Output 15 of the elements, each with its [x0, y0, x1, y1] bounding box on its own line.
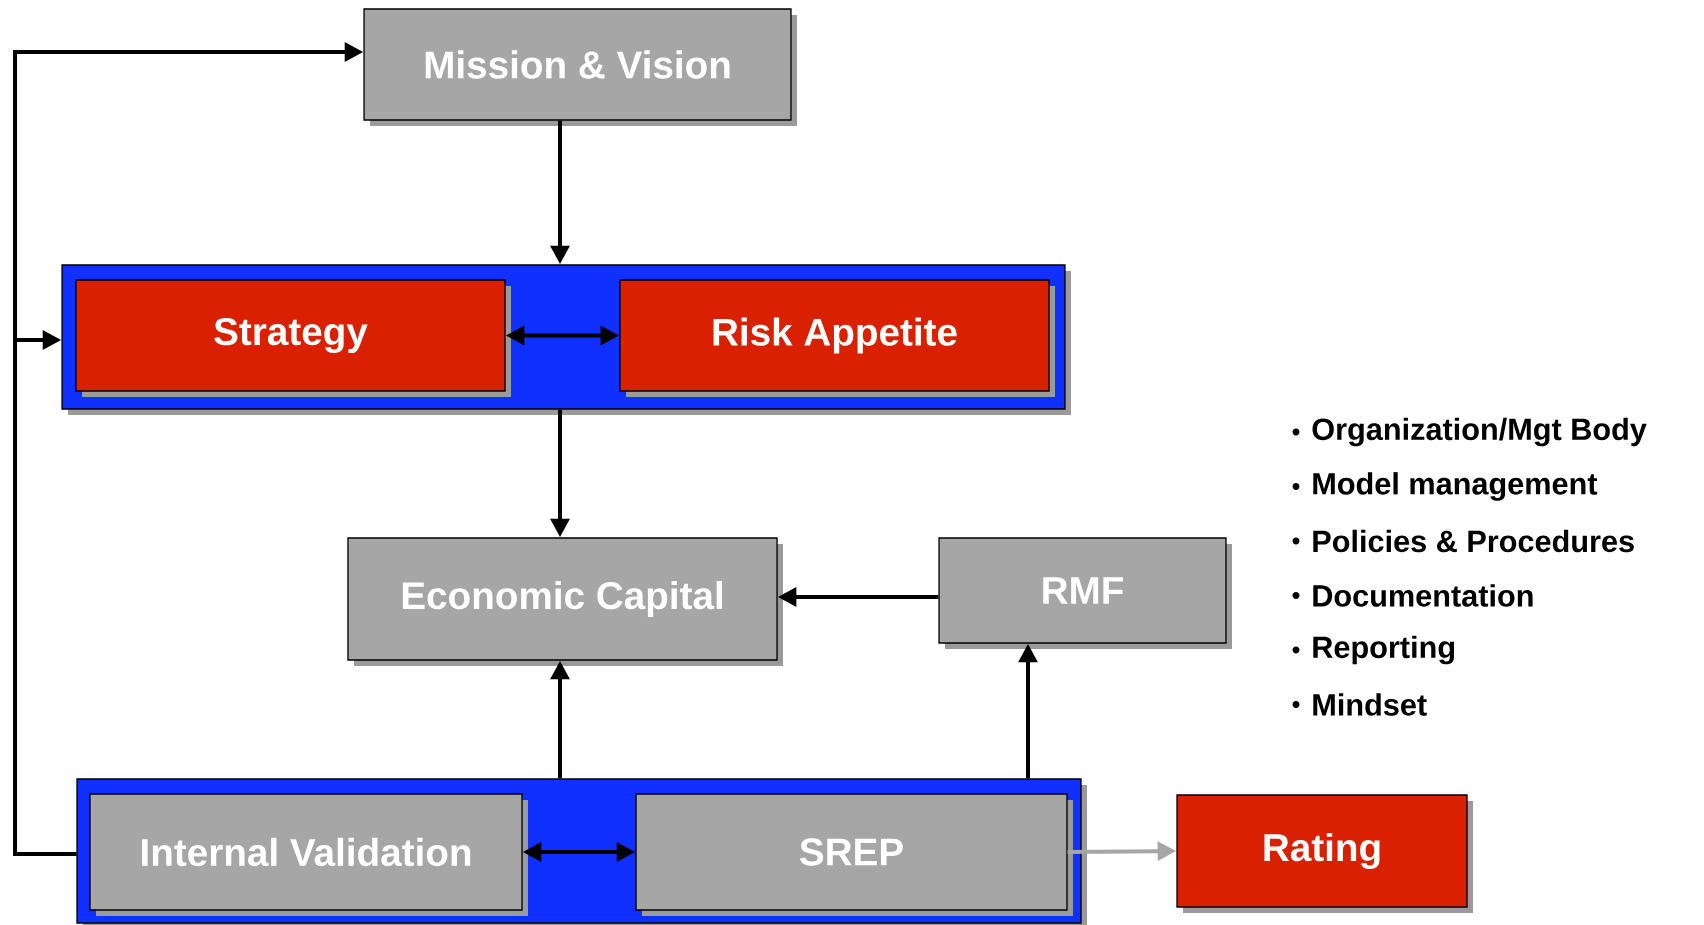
process-box: Strategy: [75, 279, 511, 397]
list-item: Mindset: [1313, 693, 1427, 716]
process-box: Economic Capital: [347, 537, 783, 666]
arrow: [13, 330, 77, 856]
process-box: Risk Appetite: [619, 279, 1055, 397]
list-item: Reporting: [1313, 635, 1455, 665]
process-box: SREP: [635, 793, 1073, 916]
list-item: Policies & Procedures: [1313, 529, 1634, 553]
process-box: Internal Validation: [89, 793, 528, 916]
list-item: Organization/Mgt Body: [1312, 417, 1647, 447]
process-box: Mission & Vision: [363, 8, 797, 126]
list-item: Model management: [1313, 472, 1598, 501]
process-box: Rating: [1176, 794, 1473, 913]
list-item: Documentation: [1313, 584, 1533, 607]
process-box: RMF: [938, 537, 1232, 649]
